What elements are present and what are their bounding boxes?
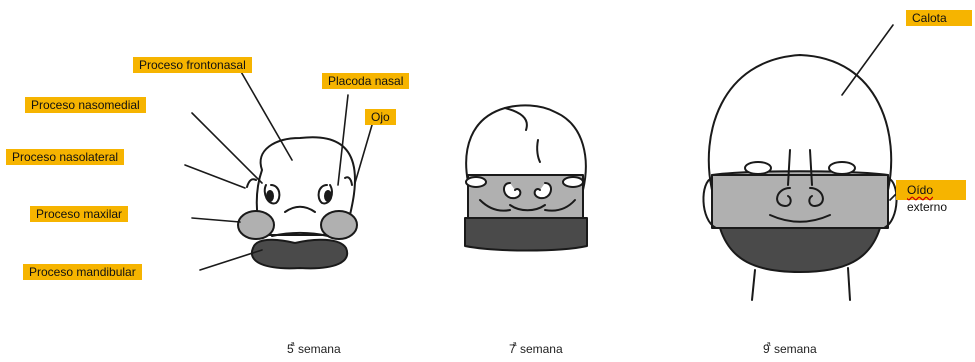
- embryo-week-7: [465, 105, 587, 250]
- label-oido: Oído: [907, 182, 933, 198]
- label-proceso-mandibular: Proceso mandibular: [23, 264, 142, 280]
- embryo-week-9: [703, 55, 896, 300]
- caption-week-5: 5a semana: [287, 342, 341, 356]
- label-calota: Calota: [906, 10, 972, 26]
- caption-week-9: 9a semana: [763, 342, 817, 356]
- label-placoda-nasal: Placoda nasal: [322, 73, 409, 89]
- mandibular-process: [252, 240, 347, 269]
- mandibular-process-w7: [465, 218, 587, 251]
- label-proceso-frontonasal: Proceso frontonasal: [133, 57, 252, 73]
- label-proceso-nasomedial: Proceso nasomedial: [25, 97, 146, 113]
- label-proceso-maxilar: Proceso maxilar: [30, 206, 128, 222]
- maxillary-process-left: [238, 211, 274, 239]
- label-proceso-nasolateral: Proceso nasolateral: [6, 149, 124, 165]
- embryo-week-5: [238, 137, 357, 268]
- caption-week-7: 7a semana: [509, 342, 563, 356]
- mandibular-w9: [720, 228, 880, 272]
- label-externo: externo: [907, 199, 947, 215]
- label-ojo: Ojo: [365, 109, 396, 125]
